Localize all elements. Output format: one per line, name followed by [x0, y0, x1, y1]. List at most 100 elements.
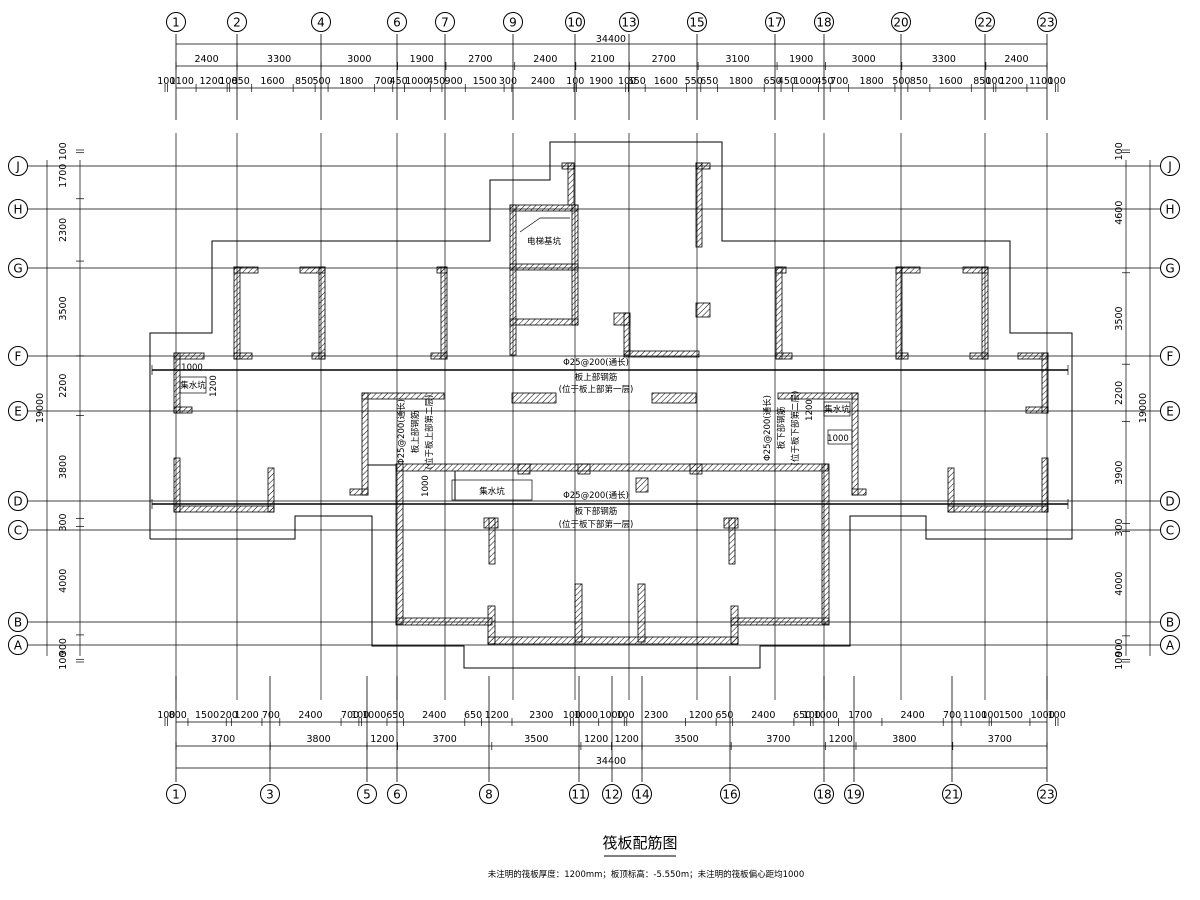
- axis-label-left-C: C: [14, 524, 22, 538]
- dim-top-row2-6: 850: [295, 76, 313, 87]
- axis-bubble-right-F: [1160, 346, 1180, 366]
- dim-right-0: 100: [1114, 142, 1125, 160]
- axis-label-top-6: 6: [393, 16, 401, 30]
- dim-top-row2-18: 1900: [589, 76, 613, 87]
- axis-bubble-top-15: [687, 12, 707, 32]
- rebar-annotations: Φ25@200(通长) 板上部钢筋 (位于板上部第一层) Φ25@200(通长)…: [180, 236, 850, 530]
- dim-bottom-row2-11: 3700: [988, 734, 1012, 745]
- bottom-rebar-location: (位于板下部第一层): [559, 519, 634, 530]
- dim-top-row2-33: 1600: [938, 76, 962, 87]
- axis-label-top-18: 18: [816, 16, 831, 30]
- axis-label-bottom-12: 12: [604, 788, 619, 802]
- dim-bottom-row1-20: 1200: [689, 710, 713, 721]
- dim-top-row2-34: 850: [973, 76, 991, 87]
- sump-pit-right-label: 集水坑: [824, 404, 850, 415]
- dim-bottom-row2-7: 3500: [675, 734, 699, 745]
- dim-left-7: 4000: [58, 569, 69, 593]
- dim-top-row2-17: 100: [566, 76, 584, 87]
- axis-label-left-E: E: [14, 405, 22, 419]
- dim-bottom-row1-31: 1500: [999, 710, 1023, 721]
- dim-top-row2-23: 650: [700, 76, 718, 87]
- axis-label-top-4: 4: [317, 16, 325, 30]
- elevator-pit-label: 电梯基坑: [527, 236, 562, 247]
- axis-label-bottom-23: 23: [1039, 788, 1054, 802]
- dim-top-row1-4: 2700: [468, 54, 492, 65]
- dim-top-row2-4: 850: [232, 76, 250, 87]
- dim-right-4: 3900: [1114, 461, 1125, 485]
- dim-bottom-row1-23: 650: [793, 710, 811, 721]
- axis-label-left-G: G: [13, 262, 22, 276]
- dim-left-0: 100: [58, 142, 69, 160]
- dim-bottom-row1-32: 1000: [1031, 710, 1055, 721]
- axis-bubble-bottom-1: [166, 784, 186, 804]
- dim-left-9: 100: [58, 652, 69, 670]
- dim-bottom-row1-10: 650: [386, 710, 404, 721]
- axis-label-right-D: D: [1165, 495, 1174, 509]
- axis-label-bottom-6: 6: [393, 788, 401, 802]
- dim-bottom-row1-21: 650: [715, 710, 733, 721]
- dim-top-row2-26: 450: [778, 76, 796, 87]
- right-vertical-rebar-spec: Φ25@200(通长): [762, 395, 773, 461]
- dim-bottom-row1-9: 1000: [362, 710, 386, 721]
- axis-bubble-top-10: [565, 12, 585, 32]
- axis-bubble-top-4: [311, 12, 331, 32]
- axis-bubble-left-J: [8, 156, 28, 176]
- dim-left-1: 1700: [58, 164, 69, 188]
- dim-right-8: 100: [1114, 652, 1125, 670]
- axis-bubble-top-7: [435, 12, 455, 32]
- axis-label-right-G: G: [1165, 262, 1174, 276]
- axis-label-bottom-11: 11: [571, 788, 586, 802]
- dim-top-row2-30: 1800: [860, 76, 884, 87]
- axis-bubble-left-C: [8, 520, 28, 540]
- dim-bottom-row1-2: 1500: [195, 710, 219, 721]
- dim-top-row2-31: 500: [892, 76, 910, 87]
- dim-left-6: 300: [58, 513, 69, 531]
- axis-label-bottom-21: 21: [944, 788, 959, 802]
- axis-bubble-bottom-23: [1037, 784, 1057, 804]
- dim-top-row2-16: 2400: [531, 76, 555, 87]
- dim-top-row2-29: 700: [830, 76, 848, 87]
- right-vertical-rebar-label: 板下部钢筋: [776, 407, 787, 450]
- axis-bubble-top-17: [765, 12, 785, 32]
- walls: [173, 162, 1049, 645]
- dim-top-row1-0: 2400: [194, 54, 218, 65]
- dim-top-row1-10: 3000: [852, 54, 876, 65]
- grid-lines: [28, 34, 1162, 782]
- dim-bottom-row1-11: 2400: [422, 710, 446, 721]
- axis-bubble-left-D: [8, 491, 28, 511]
- dim-top-row1-7: 2700: [652, 54, 676, 65]
- dim-top-row1-11: 3300: [932, 54, 956, 65]
- axis-bubble-bottom-14: [632, 784, 652, 804]
- axis-bubble-top-18: [814, 12, 834, 32]
- axis-bubble-left-A: [8, 635, 28, 655]
- dim-bottom-row1-27: 2400: [900, 710, 924, 721]
- dim-top-row1-2: 3000: [347, 54, 371, 65]
- axis-bubble-bottom-3: [260, 784, 280, 804]
- dim-left-4: 2200: [58, 374, 69, 398]
- dim-top-row2-9: 700: [375, 76, 393, 87]
- bottom-rebar-spec: Φ25@200(通长): [563, 490, 629, 501]
- dim-top-row2-13: 900: [445, 76, 463, 87]
- dim-top-row2-12: 450: [427, 76, 445, 87]
- axis-bubble-bottom-18: [814, 784, 834, 804]
- axis-bubble-right-J: [1160, 156, 1180, 176]
- axis-bubble-top-9: [503, 12, 523, 32]
- dim-top-row2-7: 500: [313, 76, 331, 87]
- dim-bottom-row1-12: 650: [464, 710, 482, 721]
- axis-bubble-top-22: [975, 12, 995, 32]
- dim-top-row2-35: 100: [986, 76, 1004, 87]
- dim-top-row2-0: 100: [157, 76, 175, 87]
- dim-top-row1-1: 3300: [267, 54, 291, 65]
- dimension-lines: [46, 43, 1151, 769]
- dim-top-row1-12: 2400: [1004, 54, 1028, 65]
- dim-bottom-row2-4: 3500: [524, 734, 548, 745]
- axis-label-right-A: A: [1166, 639, 1175, 653]
- dim-top-row2-22: 550: [685, 76, 703, 87]
- dim-top-row1-8: 3100: [725, 54, 749, 65]
- dim-right-2: 3500: [1114, 306, 1125, 330]
- dim-top-row2-3: 100: [219, 76, 237, 87]
- left-vertical-rebar-spec: Φ25@200(通长): [396, 399, 407, 465]
- dim-bottom-row1-16: 1000: [574, 710, 598, 721]
- dim-bottom-row1-24: 100: [803, 710, 821, 721]
